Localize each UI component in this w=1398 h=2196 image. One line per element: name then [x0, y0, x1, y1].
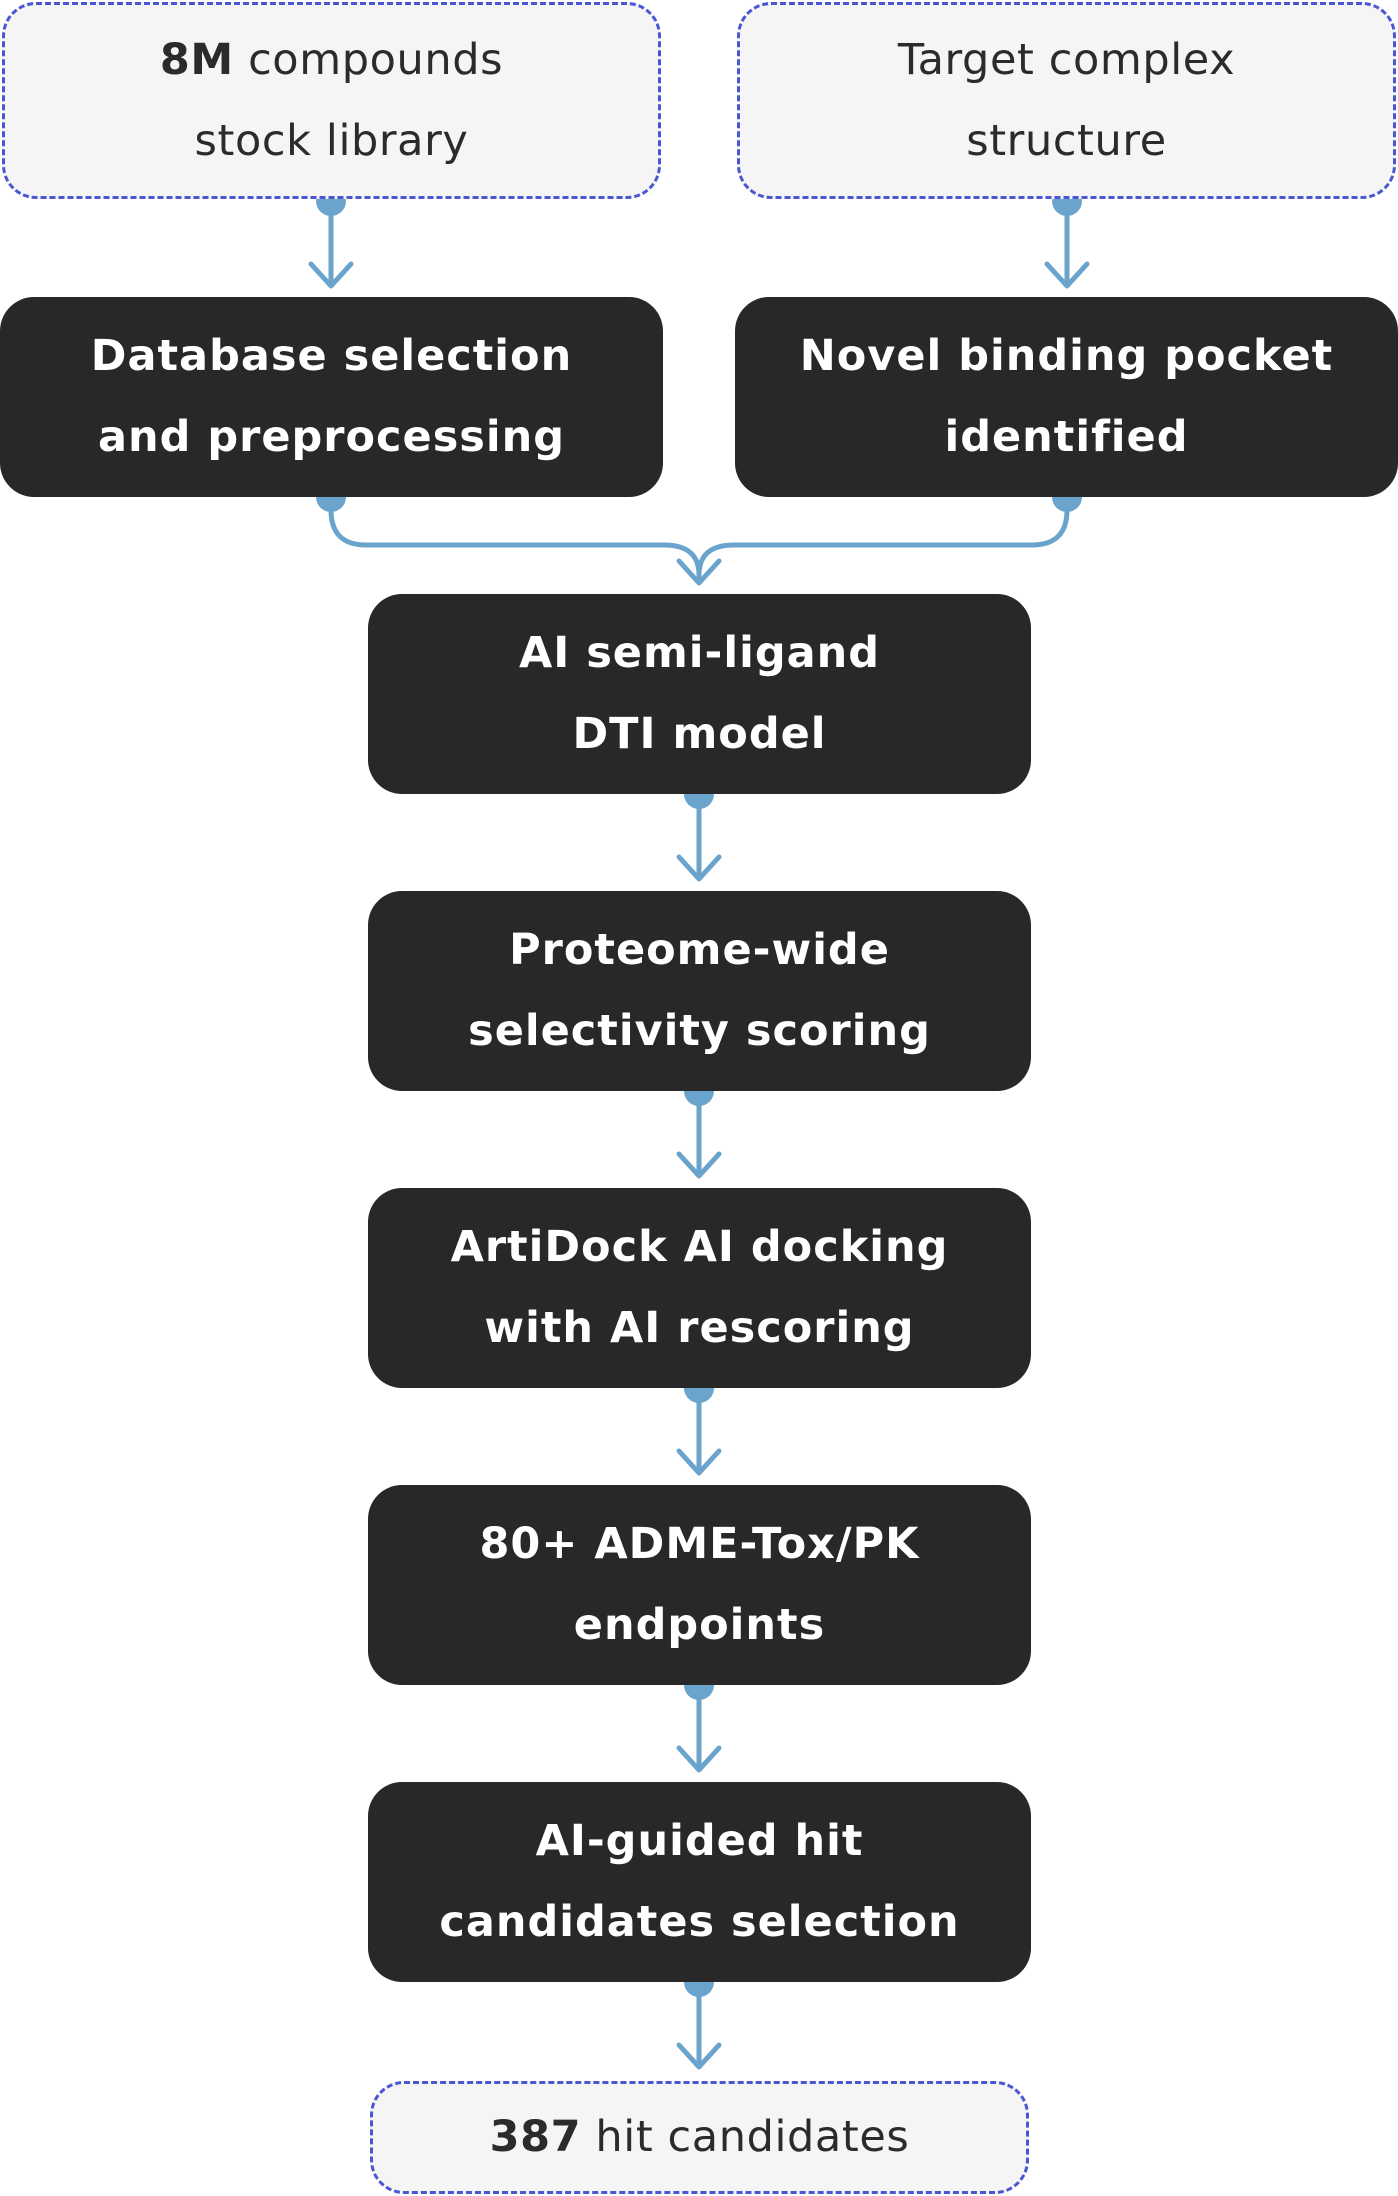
library-count: 8M	[159, 34, 234, 85]
output-hit-candidates: 387 hit candidates	[370, 2081, 1029, 2194]
target-line-2: structure	[966, 115, 1167, 166]
library-text: compounds	[233, 34, 504, 85]
step-adme-endpoints: 80+ ADME-Tox/PK endpoints	[368, 1485, 1031, 1685]
output-count: 387	[489, 2112, 582, 2162]
library-line-1: 8M compounds	[160, 20, 503, 101]
output-text: hit candidates	[581, 2112, 910, 2162]
step-selectivity-scoring: Proteome-wide selectivity scoring	[368, 891, 1031, 1091]
selectivity-line-2: selectivity scoring	[468, 1006, 931, 1056]
step-dti-model: AI semi-ligand DTI model	[368, 594, 1031, 794]
library-line-2: stock library	[194, 115, 469, 166]
step-binding-pocket: Novel binding pocket identified	[735, 297, 1398, 497]
pocket-line-1: Novel binding pocket	[799, 331, 1334, 381]
connector-database-to-dti	[328, 494, 702, 585]
docking-line-1: ArtiDock AI docking	[450, 1222, 949, 1272]
docking-line-2: with AI rescoring	[484, 1303, 915, 1353]
pocket-line-2: identified	[944, 412, 1189, 462]
adme-line-1: 80+ ADME-Tox/PK	[479, 1519, 920, 1569]
step-database-selection: Database selection and preprocessing	[0, 297, 663, 497]
dti-line-1: AI semi-ligand	[518, 628, 881, 678]
connector-pocket-to-dti	[676, 494, 1070, 586]
input-target-structure: Target complex structure	[737, 2, 1396, 199]
step-docking: ArtiDock AI docking with AI rescoring	[368, 1188, 1031, 1388]
selection-line-1: AI-guided hit	[535, 1816, 864, 1866]
selectivity-line-1: Proteome-wide	[509, 925, 890, 975]
selection-line-2: candidates selection	[439, 1897, 960, 1947]
adme-line-2: endpoints	[573, 1600, 826, 1650]
dti-line-2: DTI model	[572, 709, 827, 759]
target-line-1: Target complex	[897, 34, 1236, 85]
input-compound-library: 8M compounds stock library	[2, 2, 661, 199]
database-line-1: Database selection	[90, 331, 573, 381]
output-line: 387 hit candidates	[490, 2097, 910, 2178]
step-hit-selection: AI-guided hit candidates selection	[368, 1782, 1031, 1982]
database-line-2: and preprocessing	[97, 412, 566, 462]
